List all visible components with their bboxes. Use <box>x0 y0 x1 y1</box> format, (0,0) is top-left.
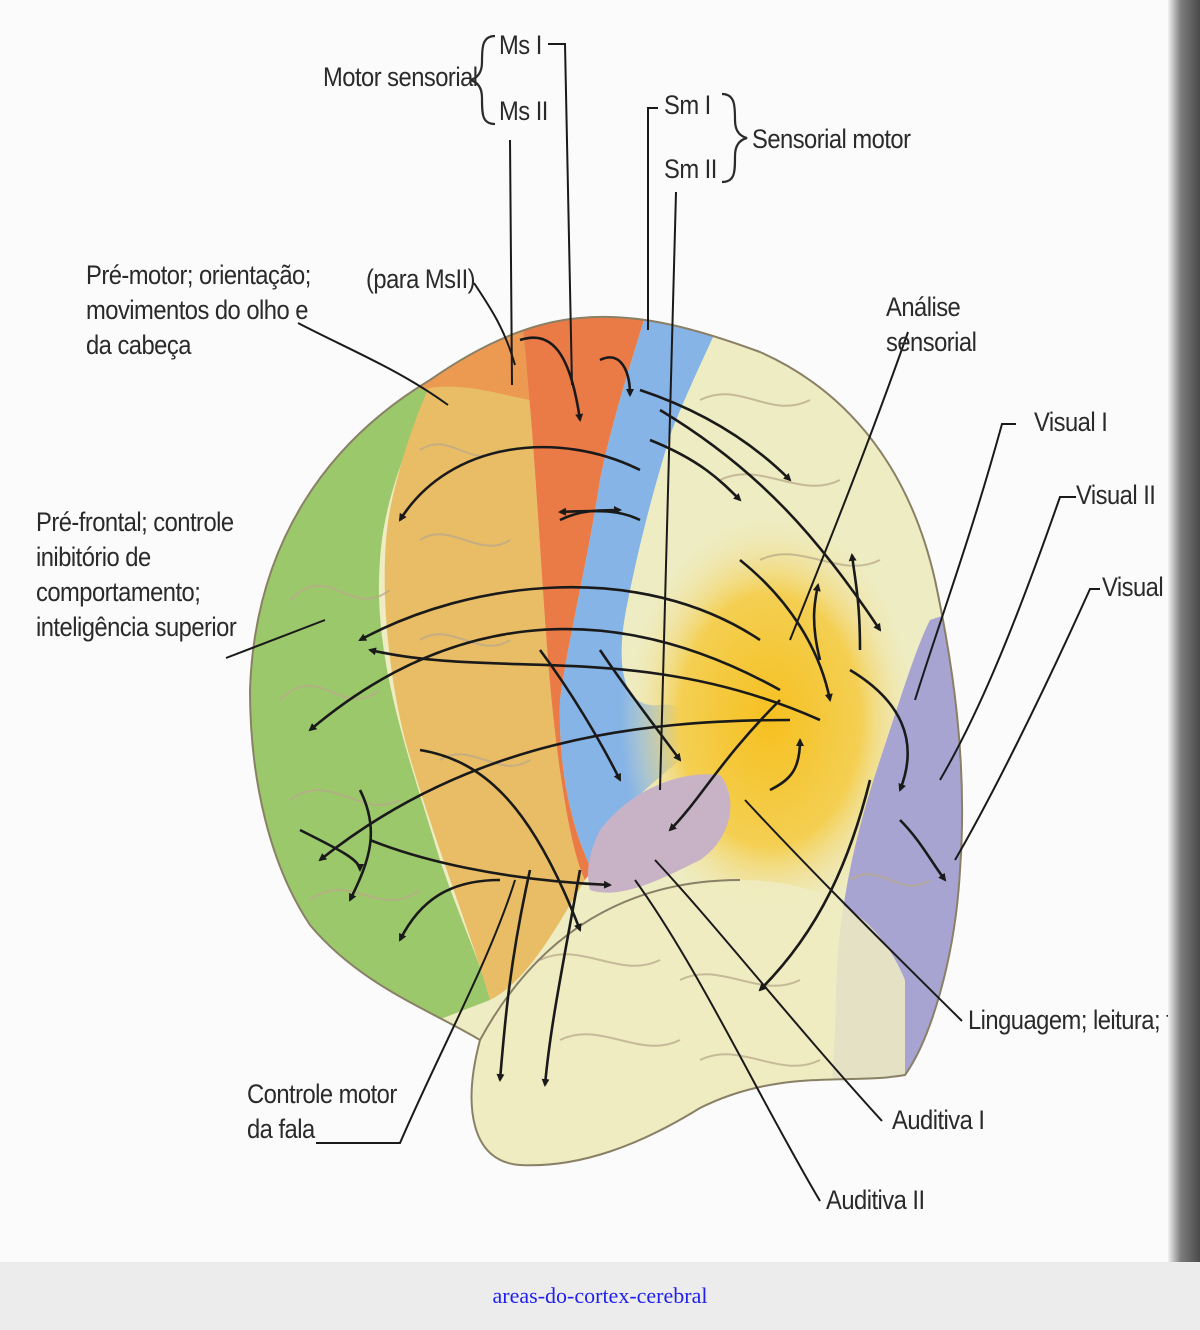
label-visual-ii: Visual II <box>1076 478 1155 513</box>
page-edge-shadow <box>1168 0 1200 1262</box>
label-pre-frontal: Pré-frontal; controle inibitório de comp… <box>36 505 236 645</box>
caption-link[interactable]: areas-do-cortex-cerebral <box>0 1262 1200 1330</box>
label-analise-sensorial: Análise sensorial <box>886 290 976 360</box>
label-controle-motor: Controle motor da fala <box>247 1077 397 1147</box>
label-visual-i: Visual I <box>1034 405 1107 440</box>
brace-sensorial-motor <box>722 94 747 182</box>
label-ms-i: Ms I <box>499 28 542 63</box>
label-sensorial-motor: Sensorial motor <box>752 122 910 157</box>
label-auditiva-i: Auditiva I <box>892 1103 984 1138</box>
label-linguagem: Linguagem; leitura; fala <box>968 1003 1200 1038</box>
cortex-regions <box>230 300 990 1200</box>
label-sm-ii: Sm II <box>664 152 717 187</box>
label-para-msii: (para MsII) <box>366 262 475 297</box>
brain-figure: Motor sensorial Ms I Ms II Sm I Sm II Se… <box>0 0 1200 1262</box>
label-sm-i: Sm I <box>664 88 711 123</box>
caption-bar: areas-do-cortex-cerebral <box>0 1262 1200 1330</box>
label-motor-sensorial: Motor sensorial <box>323 60 478 95</box>
label-auditiva-ii: Auditiva II <box>826 1183 925 1218</box>
label-ms-ii: Ms II <box>499 94 548 129</box>
label-pre-motor: Pré-motor; orientação; movimentos do olh… <box>86 258 311 363</box>
